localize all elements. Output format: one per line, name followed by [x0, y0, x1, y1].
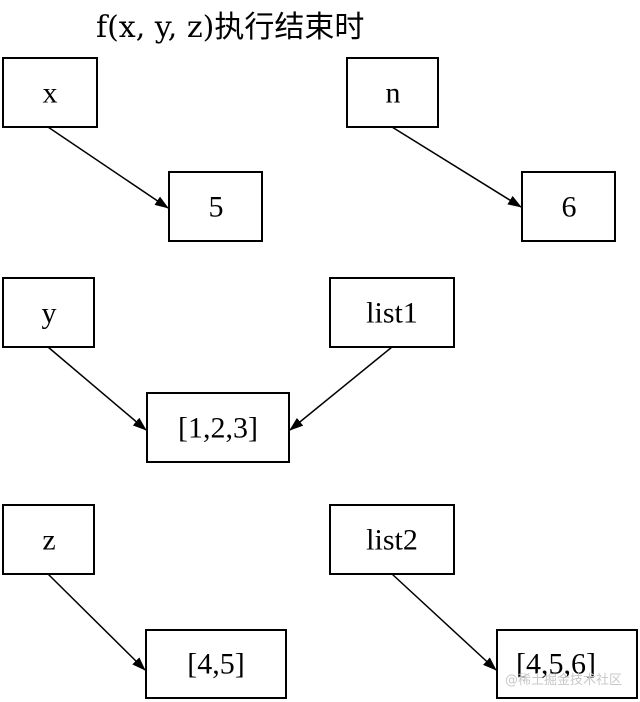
box-n-label: n — [386, 77, 401, 110]
box-list2-label: list2 — [366, 524, 418, 557]
box-n: n — [346, 57, 439, 128]
box-y-label: y — [42, 297, 57, 330]
box-x-label: x — [43, 77, 58, 110]
arrow-y-to-list123 — [47, 346, 147, 431]
arrow-z-to-list45 — [47, 573, 146, 671]
arrow-list1-to-list123 — [289, 346, 393, 431]
watermark: @稀土掘金技术社区 — [505, 672, 622, 688]
box-value-6-label: 6 — [562, 191, 577, 224]
diagram-title: f(x, y, z)执行结束时 — [96, 10, 365, 45]
box-value-6: 6 — [521, 171, 616, 242]
arrow-x-to-5 — [47, 126, 169, 209]
arrow-list2-to-list456 — [391, 573, 497, 671]
box-list1-label: list1 — [366, 297, 418, 330]
arrow-n-to-6 — [391, 126, 522, 208]
box-list1: list1 — [329, 277, 455, 348]
box-y: y — [2, 277, 95, 348]
box-list-4-5-6-label: [4,5,6] — [516, 648, 596, 681]
box-value-5-label: 5 — [209, 191, 224, 224]
box-x: x — [2, 57, 98, 128]
box-z: z — [2, 504, 95, 575]
box-list-4-5-6: [4,5,6] — [496, 629, 638, 699]
box-list-4-5: [4,5] — [145, 629, 287, 699]
box-list2: list2 — [329, 504, 455, 575]
box-list-4-5-label: [4,5] — [187, 648, 244, 681]
box-list-1-2-3-label: [1,2,3] — [178, 412, 258, 445]
box-list-1-2-3: [1,2,3] — [146, 392, 290, 463]
box-z-label: z — [42, 524, 55, 557]
box-value-5: 5 — [168, 171, 263, 242]
